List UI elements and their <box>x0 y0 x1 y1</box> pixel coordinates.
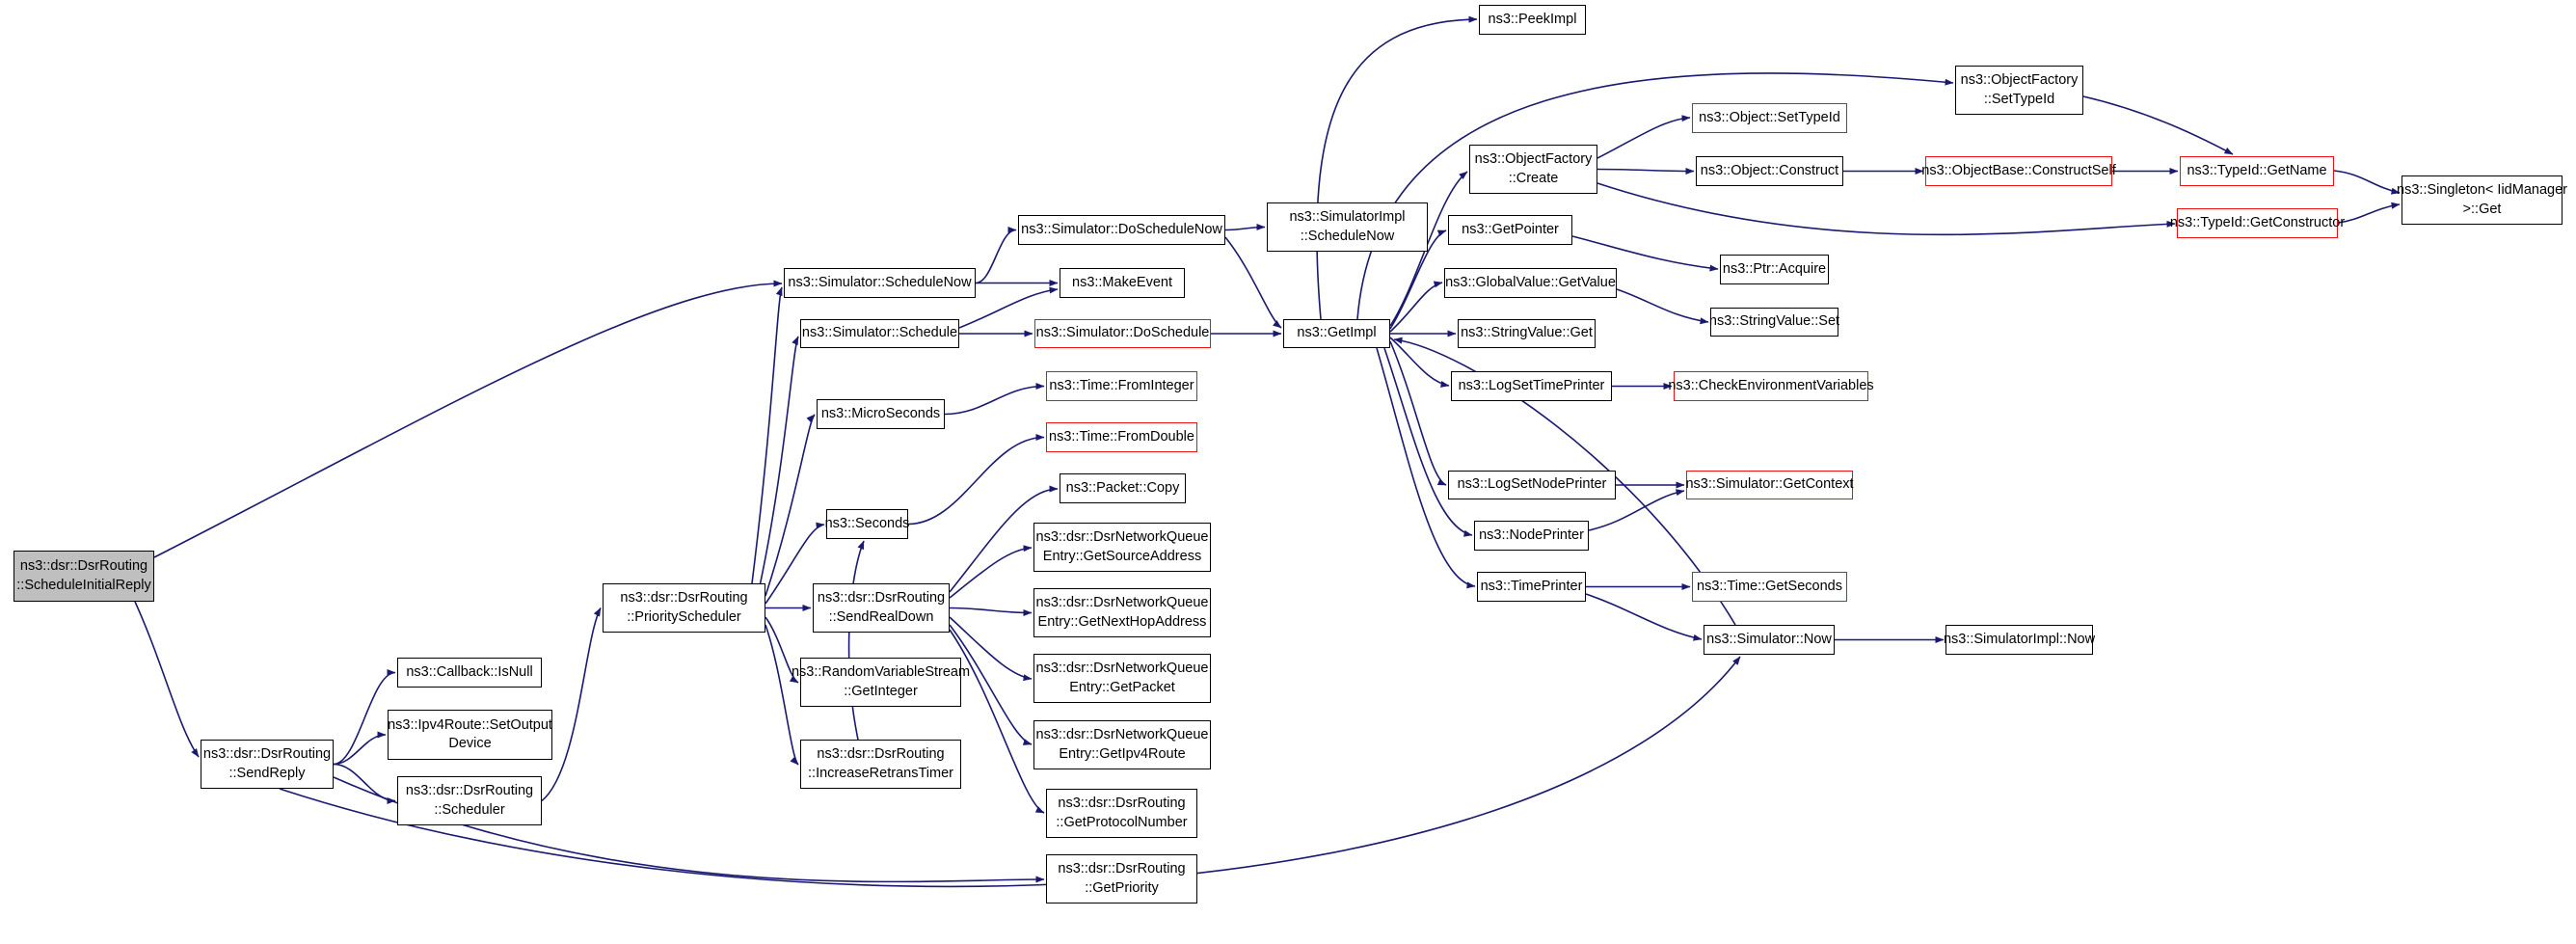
graph-node-get-protocol-number[interactable]: ns3::dsr::DsrRouting ::GetProtocolNumber <box>1046 789 1197 838</box>
graph-node-priority-scheduler[interactable]: ns3::dsr::DsrRouting ::PriorityScheduler <box>603 583 765 633</box>
graph-node-peek-impl[interactable]: ns3::PeekImpl <box>1479 5 1586 35</box>
call-edge-node-printer--sim-get-context <box>1588 489 1685 531</box>
graph-node-string-value-set[interactable]: ns3::StringValue::Set <box>1709 308 1839 337</box>
call-edge-send-real-down--get-source-address <box>949 545 1033 599</box>
graph-node-type-id-get-name[interactable]: ns3::TypeId::GetName <box>2180 156 2334 186</box>
graph-node-object-construct[interactable]: ns3::Object::Construct <box>1696 156 1843 186</box>
call-edge-get-impl--object-factory-create <box>1389 171 1468 327</box>
call-edge-send-real-down--get-next-hop-address <box>949 607 1033 616</box>
call-edge-time-printer--sim-now <box>1585 593 1703 641</box>
call-edge-send-real-down--get-protocol-number <box>949 629 1045 814</box>
call-edge-get-impl--time-printer <box>1376 347 1476 589</box>
graph-node-check-environment-variables[interactable]: ns3::CheckEnvironmentVariables <box>1668 371 1874 401</box>
graph-node-increase-retrans-timer[interactable]: ns3::dsr::DsrRouting ::IncreaseRetransTi… <box>800 740 961 789</box>
call-edge-priority-scheduler--sim-schedule <box>759 336 799 587</box>
graph-node-simimpl-schedule-now[interactable]: ns3::SimulatorImpl ::ScheduleNow <box>1267 202 1428 252</box>
call-edge-send-reply--set-output-device <box>333 731 387 766</box>
graph-node-sim-now[interactable]: ns3::Simulator::Now <box>1704 625 1835 655</box>
call-edge-seconds--time-from-double <box>907 434 1045 526</box>
call-edge-get-impl--get-pointer <box>1389 229 1447 330</box>
call-edge-send-real-down--packet-copy <box>949 485 1059 593</box>
call-edge-type-id-get-constructor--singleton-get <box>2337 202 2401 224</box>
call-edge-dsr-scheduler--priority-scheduler <box>541 607 602 802</box>
graph-node-object-factory-create[interactable]: ns3::ObjectFactory ::Create <box>1469 145 1597 194</box>
graph-node-set-output-device[interactable]: ns3::Ipv4Route::SetOutput Device <box>388 710 552 760</box>
call-edge-priority-scheduler--seconds <box>765 522 825 605</box>
call-edge-do-schedule-now--simimpl-schedule-now <box>1224 224 1266 231</box>
graph-node-singleton-get[interactable]: ns3::Singleton< IidManager >::Get <box>2397 175 2567 225</box>
call-edge-object-factory-create--object-construct <box>1597 167 1695 175</box>
call-edge-object-factory-set-type-id--type-id-get-name <box>2082 95 2234 155</box>
graph-node-make-event[interactable]: ns3::MakeEvent <box>1060 268 1185 298</box>
graph-node-do-schedule[interactable]: ns3::Simulator::DoSchedule <box>1034 319 1211 348</box>
graph-node-schedule-initial-reply[interactable]: ns3::dsr::DsrRouting ::ScheduleInitialRe… <box>13 551 154 602</box>
graph-node-time-from-double[interactable]: ns3::Time::FromDouble <box>1046 422 1197 452</box>
graph-node-send-real-down[interactable]: ns3::dsr::DsrRouting ::SendRealDown <box>813 583 950 633</box>
graph-node-global-value-get-value[interactable]: ns3::GlobalValue::GetValue <box>1444 268 1617 298</box>
graph-node-packet-copy[interactable]: ns3::Packet::Copy <box>1060 473 1186 503</box>
call-edge-schedule-initial-reply--sim-schedule-now <box>153 280 783 558</box>
call-edge-do-schedule-now--get-impl <box>1224 236 1282 329</box>
call-edge-get-pointer--ptr-acquire <box>1571 235 1719 272</box>
call-edge-object-factory-create--object-set-type-id <box>1597 115 1691 159</box>
call-edge-get-impl--node-printer <box>1383 347 1473 537</box>
graph-node-construct-self[interactable]: ns3::ObjectBase::ConstructSelf <box>1921 156 2116 186</box>
graph-node-dsr-scheduler[interactable]: ns3::dsr::DsrRouting ::Scheduler <box>397 776 542 825</box>
call-edge-get-impl--log-set-time-printer <box>1389 337 1450 388</box>
call-edge-microseconds--time-from-integer <box>944 383 1045 416</box>
call-edge-send-reply--callback-isnull <box>333 669 396 766</box>
graph-node-send-reply[interactable]: ns3::dsr::DsrRouting ::SendReply <box>201 740 334 789</box>
call-edge-global-value-get-value--string-value-set <box>1616 288 1709 325</box>
call-edge-priority-scheduler--sim-schedule-now <box>751 286 783 584</box>
call-edge-object-factory-create--type-id-get-constructor <box>1597 182 2176 236</box>
call-edge-send-real-down--get-packet <box>949 616 1033 682</box>
graph-node-get-priority[interactable]: ns3::dsr::DsrRouting ::GetPriority <box>1046 854 1197 904</box>
graph-node-log-set-time-printer[interactable]: ns3::LogSetTimePrinter <box>1451 371 1612 401</box>
call-edge-get-impl--log-set-node-printer <box>1389 340 1447 486</box>
graph-node-ptr-acquire[interactable]: ns3::Ptr::Acquire <box>1720 255 1829 284</box>
call-edge-schedule-initial-reply--send-reply <box>134 601 200 758</box>
graph-node-object-factory-set-type-id[interactable]: ns3::ObjectFactory ::SetTypeId <box>1955 66 2083 115</box>
call-edge-priority-scheduler--microseconds <box>765 414 816 597</box>
graph-node-get-pointer[interactable]: ns3::GetPointer <box>1448 215 1572 245</box>
graph-node-sim-schedule[interactable]: ns3::Simulator::Schedule <box>800 319 959 348</box>
graph-node-sim-schedule-now[interactable]: ns3::Simulator::ScheduleNow <box>784 268 976 298</box>
graph-node-get-packet[interactable]: ns3::dsr::DsrNetworkQueue Entry::GetPack… <box>1033 654 1211 703</box>
call-edge-priority-scheduler--rvs-get-integer <box>765 616 799 684</box>
graph-node-time-from-integer[interactable]: ns3::Time::FromInteger <box>1046 371 1197 401</box>
graph-node-get-ipv4-route[interactable]: ns3::dsr::DsrNetworkQueue Entry::GetIpv4… <box>1033 720 1211 769</box>
call-edge-type-id-get-name--singleton-get <box>2333 170 2401 195</box>
call-edge-sim-schedule--make-event <box>958 286 1059 329</box>
call-edge-get-impl--global-value-get-value <box>1389 281 1443 333</box>
graph-node-get-impl[interactable]: ns3::GetImpl <box>1283 319 1390 348</box>
call-edge-send-real-down--get-ipv4-route <box>949 624 1033 745</box>
graph-node-node-printer[interactable]: ns3::NodePrinter <box>1474 521 1589 551</box>
graph-node-sim-get-context[interactable]: ns3::Simulator::GetContext <box>1685 471 1854 499</box>
graph-node-simimpl-now[interactable]: ns3::SimulatorImpl::Now <box>1944 625 2095 655</box>
graph-node-string-value-get[interactable]: ns3::StringValue::Get <box>1458 319 1596 348</box>
graph-node-object-set-type-id[interactable]: ns3::Object::SetTypeId <box>1692 103 1847 133</box>
graph-node-seconds[interactable]: ns3::Seconds <box>825 509 909 539</box>
graph-node-rvs-get-integer[interactable]: ns3::RandomVariableStream ::GetInteger <box>792 658 970 707</box>
call-edge-sim-now--get-impl <box>1393 337 1736 626</box>
call-edge-priority-scheduler--increase-retrans-timer <box>765 624 799 766</box>
graph-node-time-get-seconds[interactable]: ns3::Time::GetSeconds <box>1692 572 1847 602</box>
graph-node-type-id-get-constructor[interactable]: ns3::TypeId::GetConstructor <box>2170 208 2345 238</box>
graph-node-do-schedule-now[interactable]: ns3::Simulator::DoScheduleNow <box>1018 215 1225 245</box>
graph-node-log-set-node-printer[interactable]: ns3::LogSetNodePrinter <box>1448 471 1616 499</box>
graph-node-time-printer[interactable]: ns3::TimePrinter <box>1477 572 1586 602</box>
graph-node-microseconds[interactable]: ns3::MicroSeconds <box>817 399 945 429</box>
graph-node-callback-isnull[interactable]: ns3::Callback::IsNull <box>397 658 542 688</box>
graph-node-get-next-hop-address[interactable]: ns3::dsr::DsrNetworkQueue Entry::GetNext… <box>1033 588 1211 637</box>
graph-node-get-source-address[interactable]: ns3::dsr::DsrNetworkQueue Entry::GetSour… <box>1033 523 1211 572</box>
call-edge-sim-schedule-now--do-schedule-now <box>975 227 1017 284</box>
